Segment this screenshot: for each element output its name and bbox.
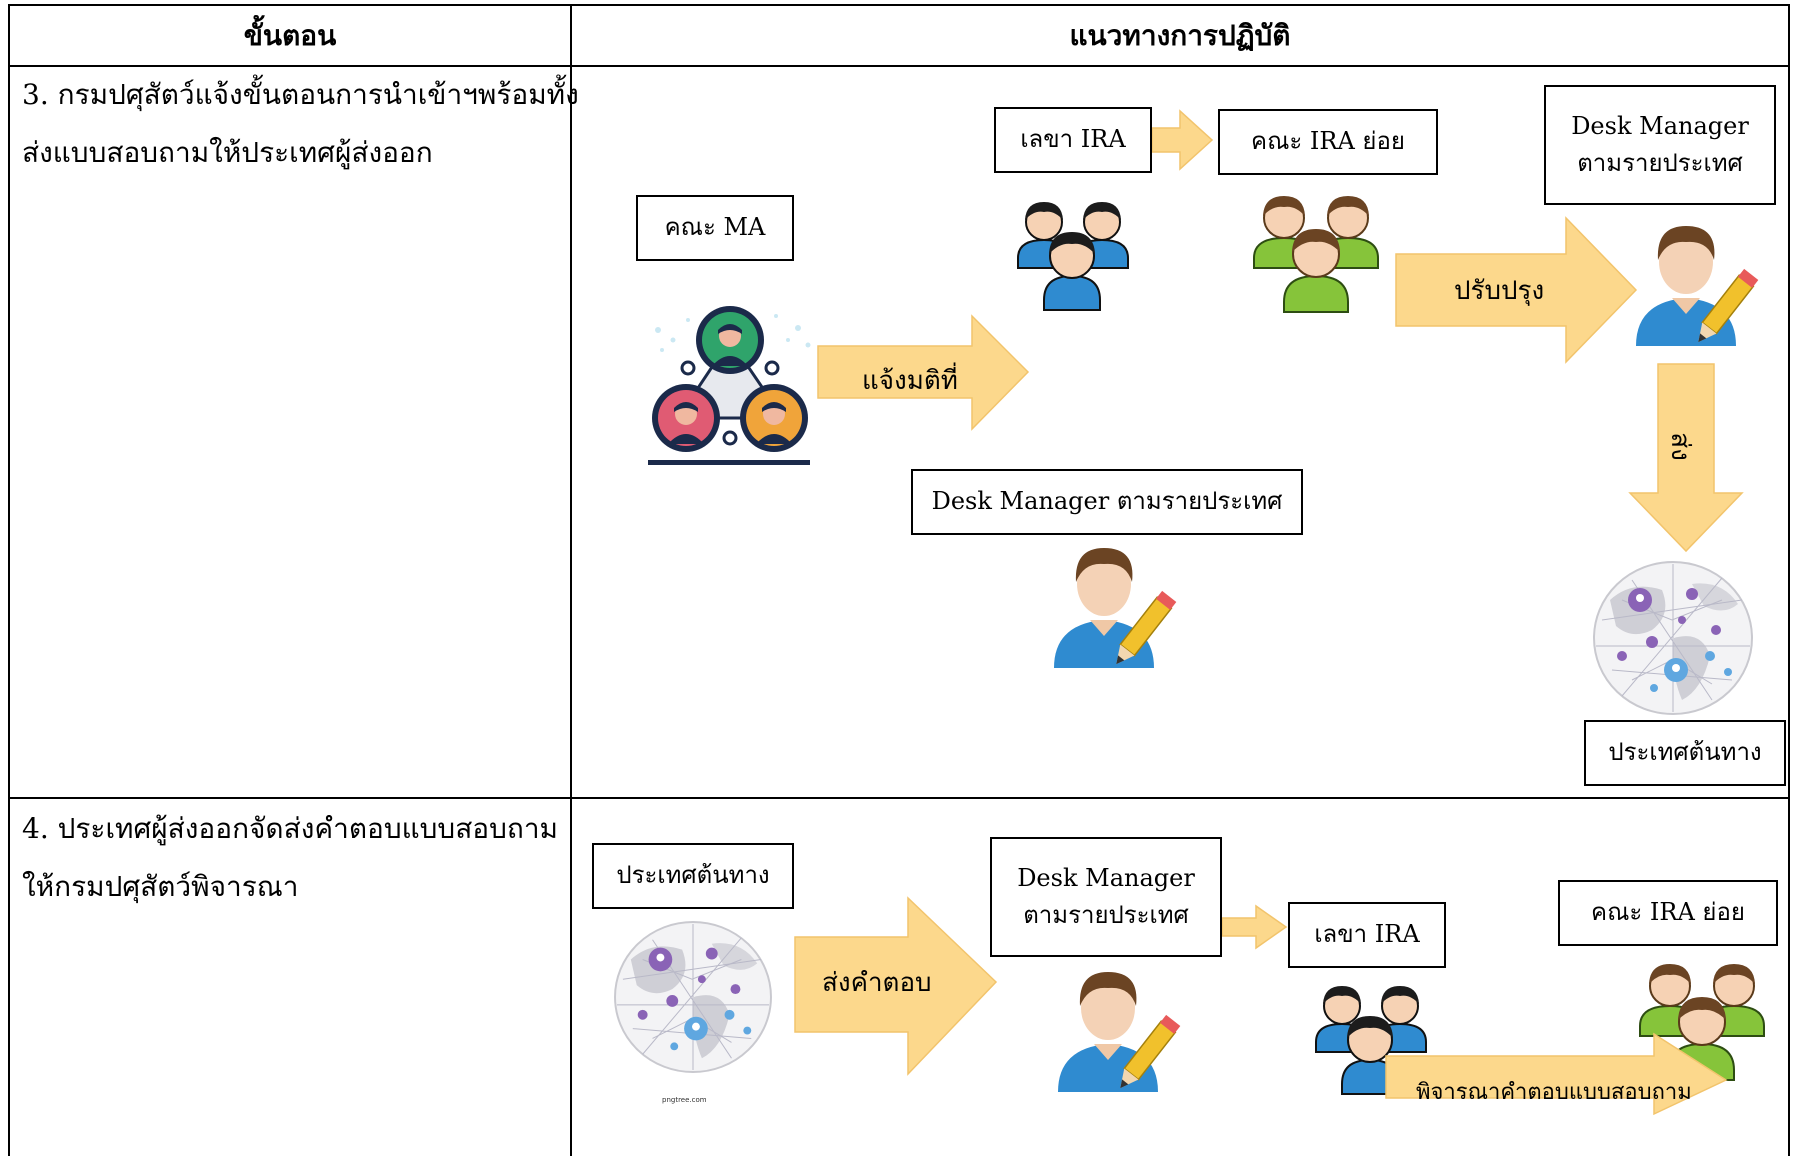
desk-manager-line-1: Desk Manager (1571, 111, 1749, 140)
ma-committee-box: คณะ MA (636, 195, 794, 261)
arrow-notify (817, 314, 1030, 431)
step-3-line-1: 3. กรมปศุสัตว์แจ้งขั้นตอนการนำเข้าฯพร้อม… (22, 78, 579, 111)
ira-secretary-box-row4: เลขา IRA (1288, 902, 1446, 968)
arrow-notify-label: แจ้งมติที่ (862, 366, 958, 396)
desk-manager-wide-box: Desk Manager ตามรายประเทศ (911, 469, 1303, 535)
desk-manager-row4-line-2: ตามรายประเทศ (1023, 901, 1189, 929)
table-border-left (8, 4, 10, 1156)
header-guideline: แนวทางการปฏิบัติ (1069, 19, 1291, 52)
ira-subcommittee-box-row4: คณะ IRA ย่อย (1558, 880, 1778, 946)
step-4-text: 4. ประเทศผู้ส่งออกจัดส่งคำตอบแบบสอบถาม ใ… (22, 800, 558, 916)
origin-country-label: ประเทศต้นทาง (1608, 738, 1762, 767)
globe-network-icon (1593, 561, 1753, 715)
table-row-divider (8, 797, 1790, 799)
ma-committee-label: คณะ MA (664, 213, 766, 242)
group-blue-icon-row4 (1315, 986, 1427, 1095)
arrow-secretary-to-subcommittee (1151, 109, 1214, 171)
arrow-send-answer-label: ส่งคำตอบ (822, 968, 932, 998)
team-circle-icon (648, 306, 811, 465)
arrow-revise-label: ปรับปรุง (1454, 276, 1545, 306)
globe-caption: pngtree.com (662, 1096, 707, 1104)
table-column-divider (570, 4, 572, 1156)
group-green-icon (1253, 196, 1379, 313)
step-4-line-1: 4. ประเทศผู้ส่งออกจัดส่งคำตอบแบบสอบถาม (22, 812, 559, 845)
desk-manager-box: Desk Manager ตามรายประเทศ (1544, 85, 1776, 205)
origin-country-box-row4: ประเทศต้นทาง (592, 843, 794, 909)
person-pencil-icon (1636, 226, 1759, 346)
arrow-revise (1395, 216, 1638, 364)
step-3-line-2: ส่งแบบสอบถามให้ประเทศผู้ส่งออก (22, 136, 433, 169)
ira-secretary-box: เลขา IRA (994, 107, 1152, 173)
arrow-desk-to-secretary (1221, 904, 1288, 950)
table-border-right (1788, 4, 1790, 1156)
person-pencil-icon-row4 (1058, 972, 1181, 1092)
ira-subcommittee-box: คณะ IRA ย่อย (1218, 109, 1438, 175)
table-header-divider (8, 65, 1790, 67)
arrow-send-answer (794, 896, 998, 1076)
group-green-icon-row4 (1639, 964, 1765, 1081)
arrow-consider (1385, 1032, 1728, 1116)
header-step: ขั้นตอน (243, 19, 337, 52)
ira-subcommittee-label-row4: คณะ IRA ย่อย (1591, 898, 1745, 927)
ira-secretary-label: เลขา IRA (1020, 125, 1126, 154)
step-4-line-2: ให้กรมปศุสัตว์พิจารณา (22, 870, 299, 903)
step-3-text: 3. กรมปศุสัตว์แจ้งขั้นตอนการนำเข้าฯพร้อม… (22, 66, 579, 182)
desk-manager-box-row4: Desk Manager ตามรายประเทศ (990, 837, 1222, 957)
arrow-down-send (1628, 363, 1744, 553)
table-border-top (8, 4, 1790, 6)
arrow-down-send-label: ส่ง (1664, 432, 1695, 461)
ira-subcommittee-label: คณะ IRA ย่อย (1251, 127, 1405, 156)
origin-country-label-row4: ประเทศต้นทาง (616, 861, 770, 890)
globe-network-icon-row4 (614, 920, 772, 1074)
desk-manager-row4-line-1: Desk Manager (1017, 863, 1195, 892)
person-pencil-icon-center (1054, 548, 1177, 668)
desk-manager-wide-label: Desk Manager ตามรายประเทศ (931, 487, 1283, 516)
group-blue-icon (1017, 202, 1129, 311)
origin-country-box: ประเทศต้นทาง (1584, 720, 1786, 786)
arrow-consider-label: พิจารณาคำตอบแบบสอบถาม (1416, 1080, 1692, 1105)
desk-manager-line-2: ตามรายประเทศ (1577, 149, 1743, 177)
ira-secretary-label-row4: เลขา IRA (1314, 920, 1420, 949)
